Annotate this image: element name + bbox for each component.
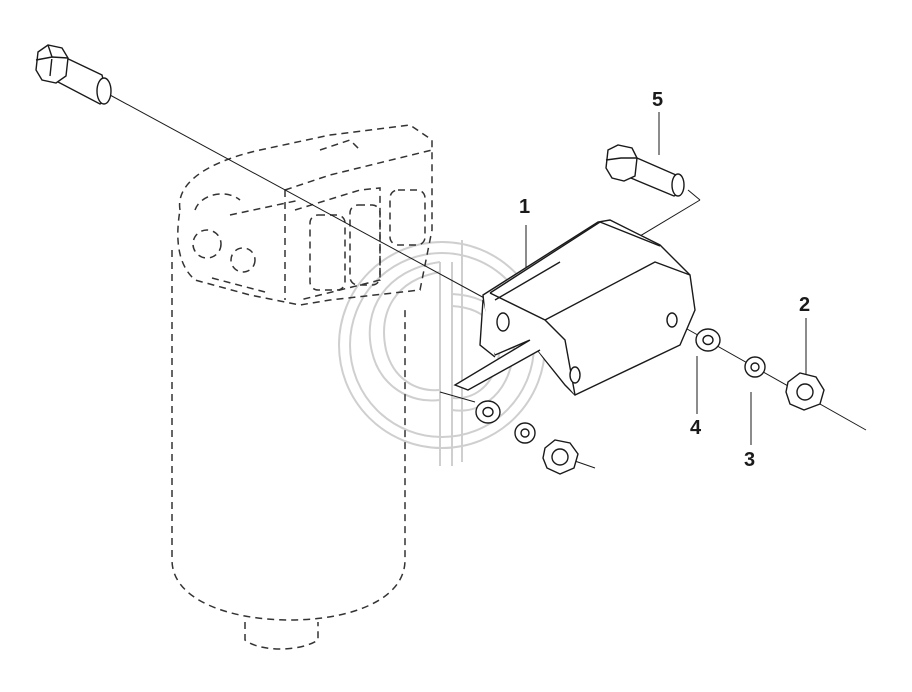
callout-5: 5 xyxy=(652,89,664,111)
bracket xyxy=(453,219,696,396)
callout-4: 4 xyxy=(690,417,702,439)
lower-hardware xyxy=(475,400,579,475)
short-bolt xyxy=(605,144,685,197)
callout-2: 2 xyxy=(799,294,811,316)
right-hardware xyxy=(695,328,825,411)
long-bolt xyxy=(35,44,112,105)
watermark-logo xyxy=(338,240,546,466)
callout-1: 1 xyxy=(519,196,531,218)
callout-3: 3 xyxy=(744,449,756,471)
filter-housing-hidden xyxy=(171,124,433,650)
